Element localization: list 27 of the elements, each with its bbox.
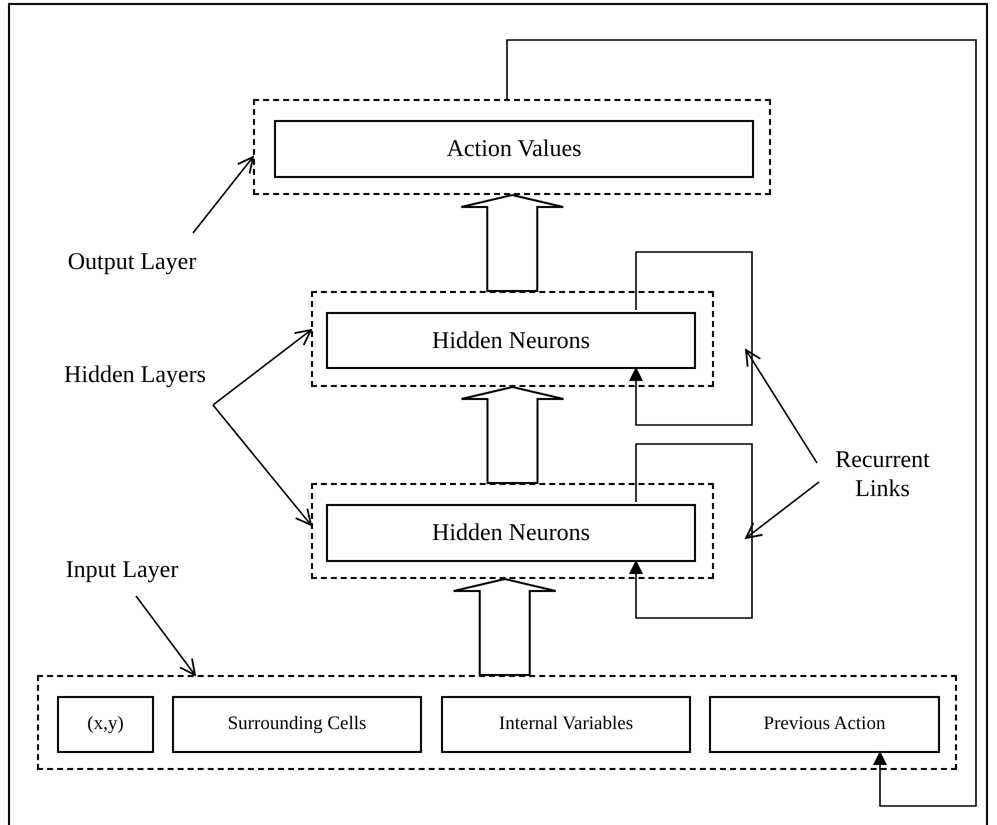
arrow <box>506 39 977 807</box>
block-arrow <box>452 578 557 676</box>
input-box: Previous Action <box>709 696 940 753</box>
arrow <box>629 251 753 426</box>
dashed-layer-box <box>311 291 714 387</box>
leader-line <box>212 329 312 406</box>
input-box: Surrounding Cells <box>172 696 422 753</box>
input-box: Internal Variables <box>441 696 691 753</box>
annotation-label: Output Layer <box>40 245 224 279</box>
dashed-layer-box <box>37 675 957 770</box>
layer-box: Action Values <box>274 120 754 178</box>
layer-box: Hidden Neurons <box>326 312 696 369</box>
leader-line <box>745 481 820 539</box>
block-arrow <box>460 194 564 292</box>
leader-line <box>135 596 196 676</box>
dashed-layer-box <box>311 483 714 579</box>
input-box: (x,y) <box>57 696 154 753</box>
annotation-label: Input Layer <box>40 553 204 587</box>
arrow <box>629 443 753 619</box>
annotation-label: Recurrent Links <box>815 440 950 510</box>
annotation-label: Hidden Layers <box>35 358 235 392</box>
leader-line <box>192 156 254 234</box>
leader-line <box>212 404 312 526</box>
dashed-layer-box <box>253 99 771 195</box>
leader-line <box>745 349 818 464</box>
layer-box: Hidden Neurons <box>326 504 696 562</box>
block-arrow <box>460 386 564 484</box>
